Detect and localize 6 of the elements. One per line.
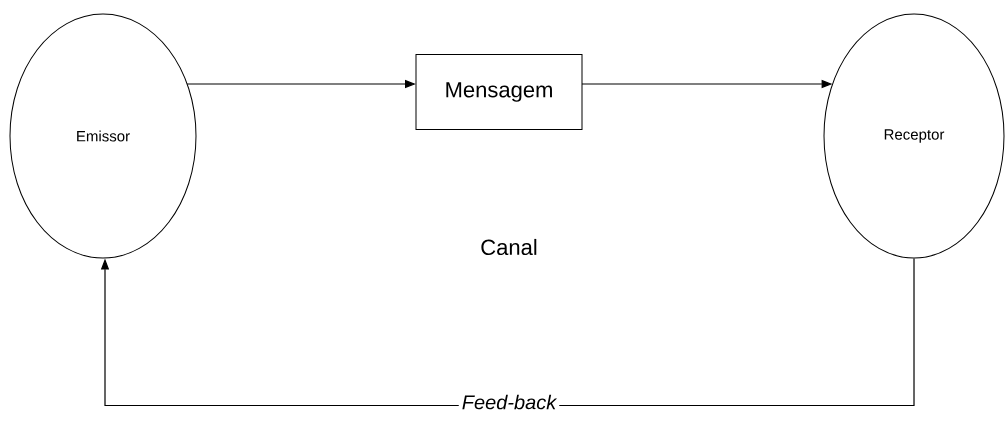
edge-label: Feed-back xyxy=(458,391,560,413)
ellipse-node: Receptor xyxy=(823,13,1005,259)
feedback-arrow xyxy=(100,257,915,407)
channel-label: Canal xyxy=(481,238,537,256)
message-box: Mensagem xyxy=(415,54,583,130)
ellipse-node: Emissor xyxy=(9,13,197,259)
